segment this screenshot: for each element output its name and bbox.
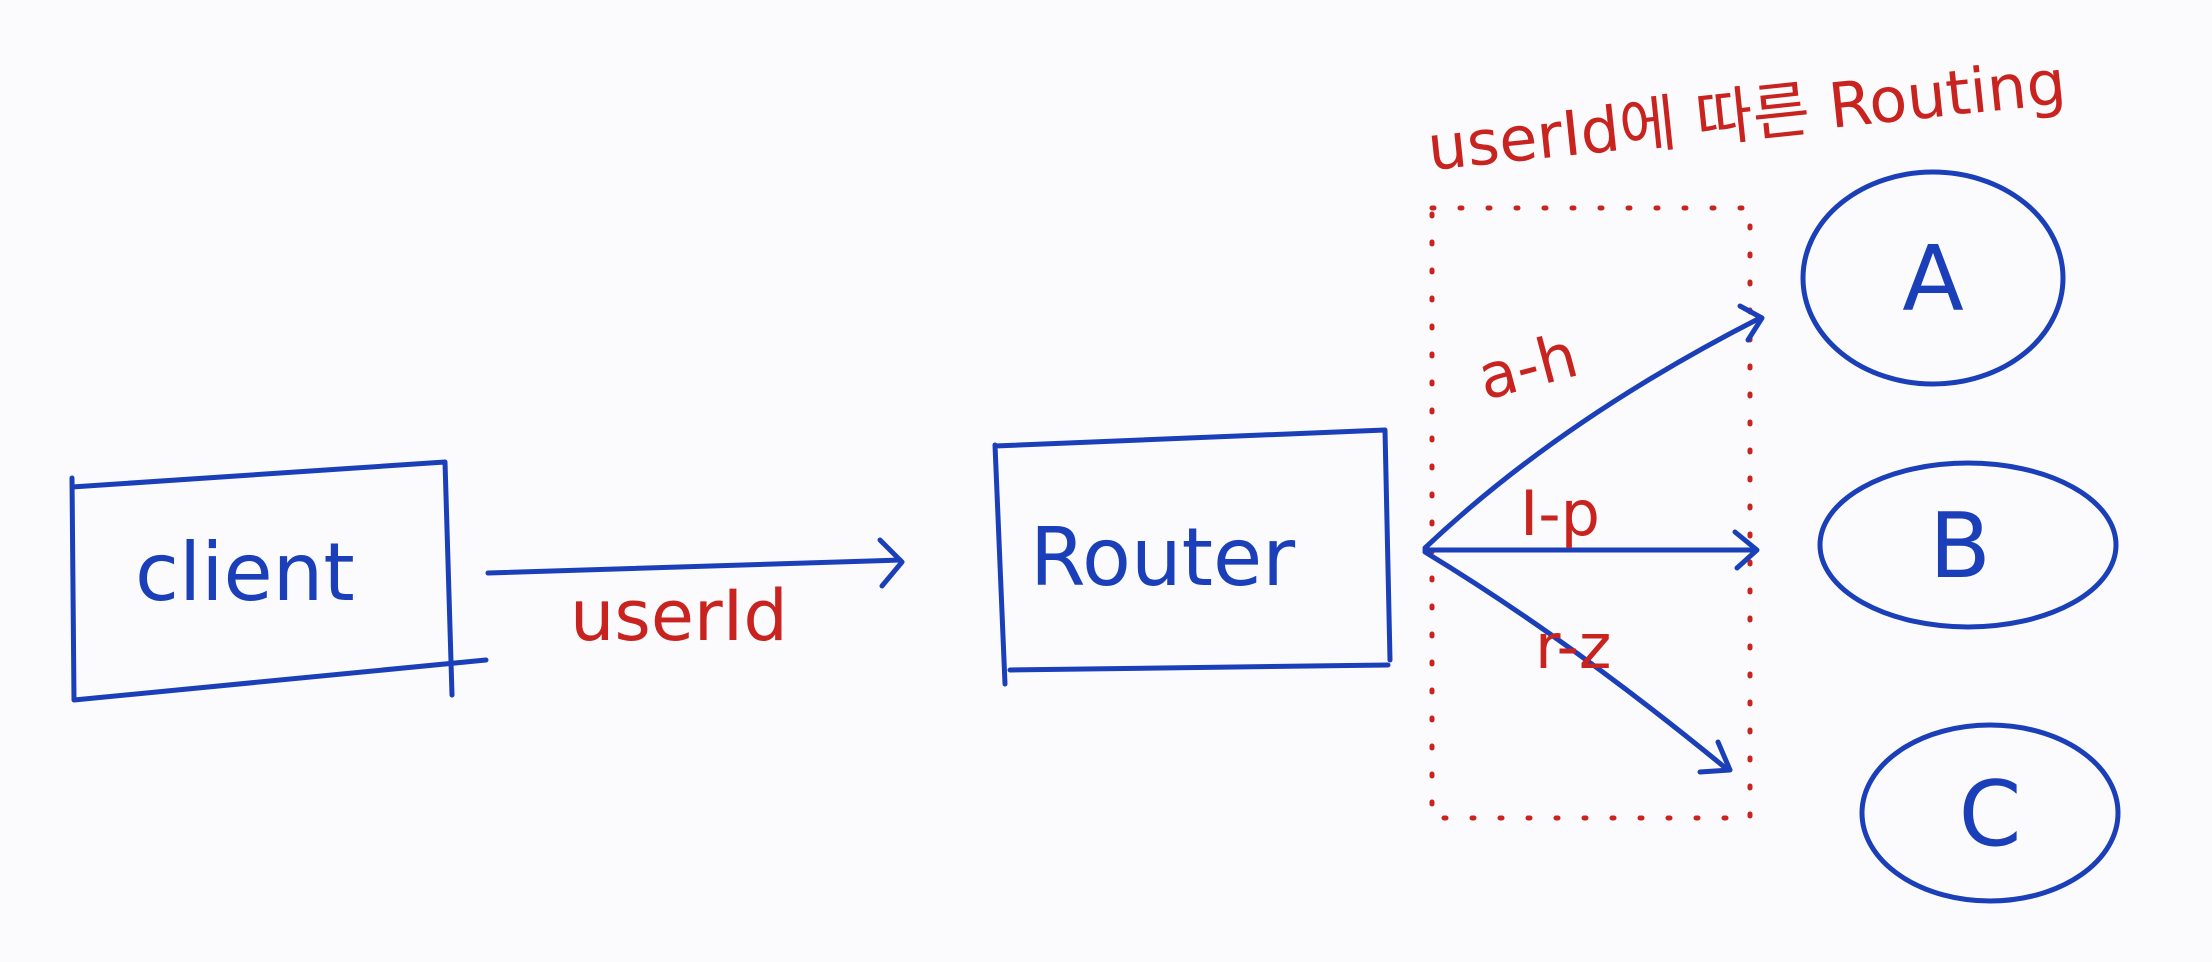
request-label: userId <box>570 575 788 657</box>
arrowhead-icon <box>1737 303 1765 343</box>
route-arrow-a <box>1422 315 1763 551</box>
route-range-b: I-p <box>1520 477 1600 550</box>
router-node: Router <box>992 427 1393 687</box>
server-node-b: B <box>1817 460 2119 630</box>
route-arrow-c <box>1422 549 1731 773</box>
route-range-c: r-z <box>1535 610 1611 683</box>
server-node-c: C <box>1859 722 2121 904</box>
route-range-a: a-h <box>1470 318 1585 414</box>
arrowhead-icon <box>1697 739 1733 775</box>
server-c-label: C <box>1959 762 2022 867</box>
server-a-label: A <box>1902 227 1964 332</box>
server-node-a: A <box>1800 169 2066 387</box>
arrowhead-icon <box>1732 529 1760 571</box>
diagram-title: userId에 따른 Routing <box>1424 45 2069 185</box>
client-node: client <box>69 459 489 703</box>
router-label: Router <box>1030 511 1295 604</box>
arrowhead-icon <box>877 537 905 589</box>
client-label: client <box>135 526 355 619</box>
server-b-label: B <box>1929 494 1991 599</box>
request-arrow <box>485 557 903 576</box>
